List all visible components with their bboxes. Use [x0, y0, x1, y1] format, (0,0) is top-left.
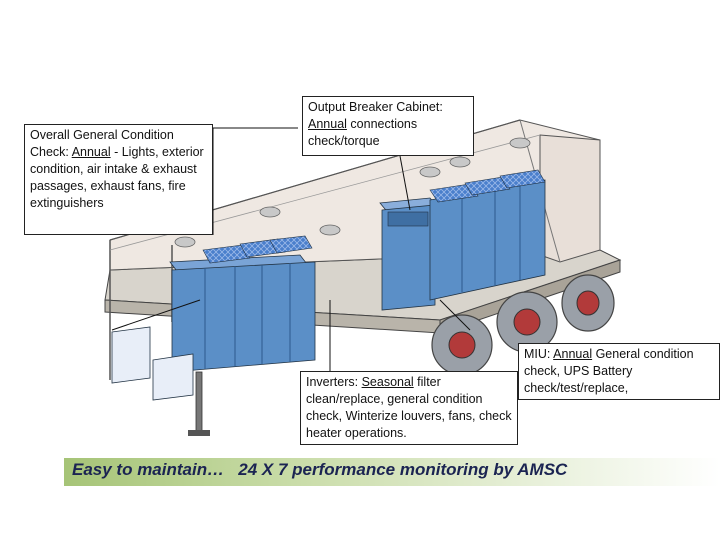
wheel: [431, 314, 493, 376]
inverters-callout: Inverters: Seasonal filter clean/replace…: [300, 371, 518, 445]
callout-inverters-pre: Inverters:: [306, 375, 362, 389]
miu-callout: MIU: Annual General condition check, UPS…: [518, 343, 720, 400]
callout-overall-pre: Check:: [30, 145, 72, 159]
left-solar-panels: [202, 235, 313, 264]
callout-overall-line1: Overall General Condition: [30, 128, 174, 142]
wheel: [561, 274, 615, 332]
miu-cabinets: [111, 326, 194, 401]
callout-miu-post: General condition check, UPS Battery che…: [524, 347, 694, 395]
callout-output-line1: Output Breaker Cabinet:: [308, 100, 443, 114]
leader-lines: [111, 127, 471, 371]
callout-inverters-seasonal: Seasonal: [361, 375, 414, 389]
right-solar-panels: [429, 169, 546, 203]
callout-output-post: connections check/torque: [308, 117, 418, 148]
left-inverter-cabinets: [169, 254, 316, 373]
callout-overall-post: - Lights, exterior condition, air intake…: [30, 145, 204, 210]
footer-bar: [64, 458, 720, 486]
trailer-end-wall: [539, 134, 601, 263]
callout-inverters-post: filter clean/replace, general condition …: [306, 375, 512, 440]
output-breaker-callout: Output Breaker Cabinet: Annual connectio…: [302, 96, 474, 156]
callout-overall-annual: Annual: [71, 145, 111, 159]
callout-miu-annual: Annual: [553, 347, 593, 361]
output-breaker-cabinet: [379, 197, 441, 311]
roof-fans: [174, 137, 531, 248]
landing-gear: [188, 371, 210, 436]
callout-output-annual: Annual: [308, 117, 347, 131]
overall-condition-callout: Overall General Condition Check: Annual …: [24, 124, 213, 235]
callout-miu-pre: MIU:: [524, 347, 554, 361]
wheel: [496, 291, 558, 353]
footer-tagline: Easy to maintain… 24 X 7 performance mon…: [72, 460, 568, 479]
